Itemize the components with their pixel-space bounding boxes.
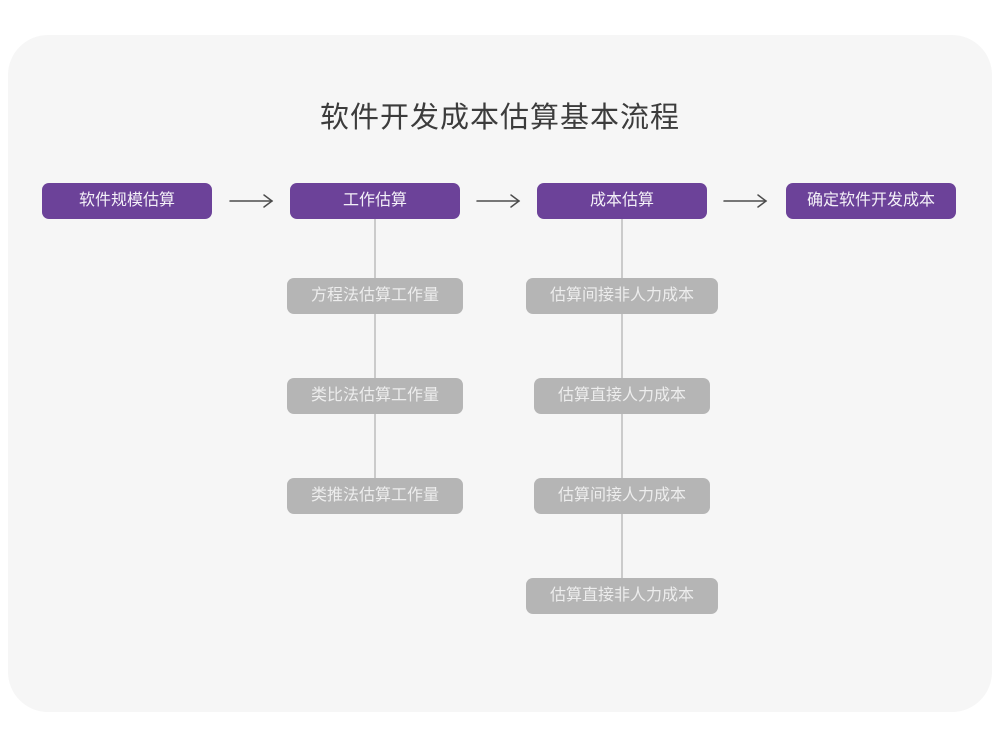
connector-line-work bbox=[374, 219, 376, 481]
sub-node-indirect-non-labor-cost: 估算间接非人力成本 bbox=[525, 278, 719, 314]
right-arrow-icon bbox=[229, 194, 274, 208]
flow-node-cost-estimation: 成本估算 bbox=[537, 183, 707, 219]
sub-node-analogy-method: 类比法估算工作量 bbox=[286, 378, 464, 414]
right-arrow-icon bbox=[723, 194, 768, 208]
sub-node-direct-labor-cost: 估算直接人力成本 bbox=[533, 378, 711, 414]
sub-node-extrapolation-method: 类推法估算工作量 bbox=[286, 478, 464, 514]
flow-node-determine-development-cost: 确定软件开发成本 bbox=[786, 183, 956, 219]
sub-node-equation-method: 方程法估算工作量 bbox=[286, 278, 464, 314]
diagram-card bbox=[8, 35, 992, 712]
flow-node-work-estimation: 工作估算 bbox=[290, 183, 460, 219]
sub-node-indirect-labor-cost: 估算间接人力成本 bbox=[533, 478, 711, 514]
diagram-title: 软件开发成本估算基本流程 bbox=[319, 102, 680, 134]
sub-node-direct-non-labor-cost: 估算直接非人力成本 bbox=[525, 578, 719, 614]
flow-node-software-scale-estimation: 软件规模估算 bbox=[42, 183, 212, 219]
right-arrow-icon bbox=[476, 194, 521, 208]
